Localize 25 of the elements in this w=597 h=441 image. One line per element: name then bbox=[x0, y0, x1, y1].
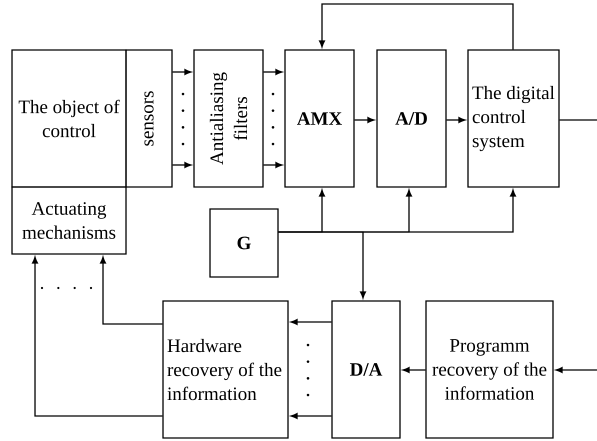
block-box: sensors bbox=[125, 49, 173, 188]
block-box: Programm recovery of the information bbox=[425, 300, 554, 439]
arrow bbox=[172, 69, 192, 75]
arrow bbox=[278, 231, 366, 298]
block-box: D/A bbox=[331, 300, 401, 439]
arrow bbox=[446, 117, 466, 123]
arrow bbox=[264, 69, 282, 75]
block-box: AMX bbox=[284, 49, 355, 188]
arrow bbox=[402, 367, 426, 373]
block-box: Antialiasing filters bbox=[193, 49, 264, 188]
arrow bbox=[32, 256, 162, 417]
arrow bbox=[100, 256, 162, 325]
arrow bbox=[556, 367, 597, 373]
arrow bbox=[172, 162, 192, 168]
block-box: G bbox=[209, 208, 279, 278]
arrow bbox=[319, 3, 514, 50]
arrow bbox=[264, 162, 282, 168]
block-box: The object of control bbox=[11, 49, 127, 188]
arrow bbox=[354, 117, 374, 123]
block-box: A/D bbox=[376, 49, 447, 188]
block-box: Actuating mechanisms bbox=[11, 186, 127, 255]
block-box: The digital control system bbox=[467, 49, 560, 188]
arrow bbox=[290, 319, 332, 325]
block-box: Hardware recovery of the information bbox=[162, 300, 289, 439]
arrow bbox=[290, 413, 332, 419]
